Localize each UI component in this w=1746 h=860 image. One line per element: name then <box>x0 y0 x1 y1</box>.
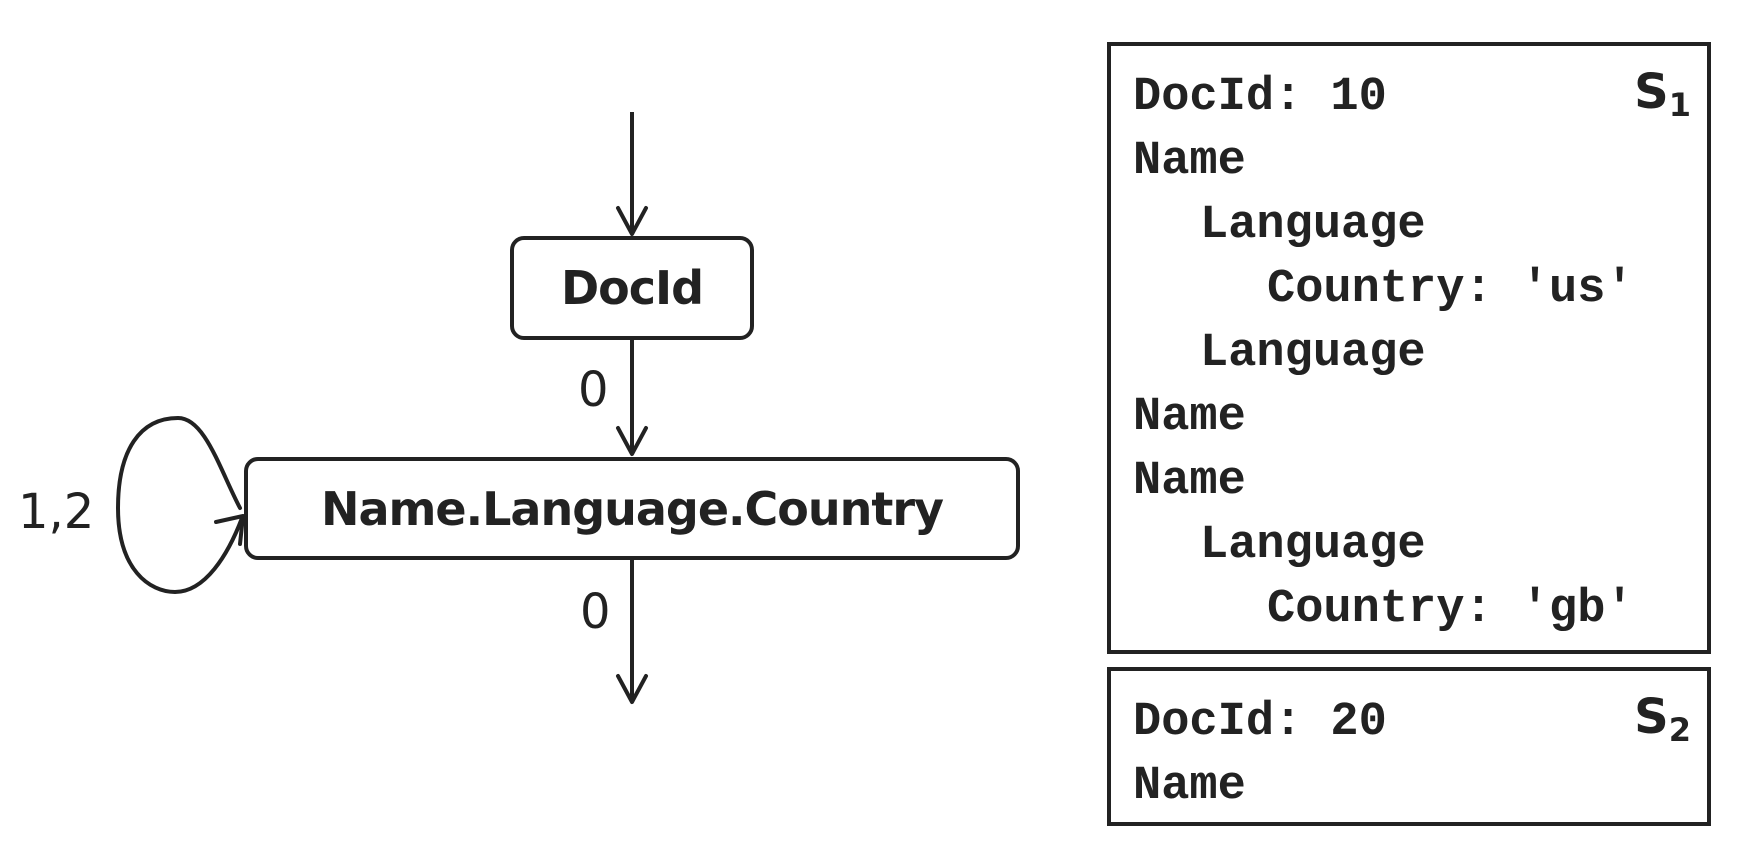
record-line: Language <box>1200 199 1426 252</box>
record-label-s2: S2 <box>1634 693 1691 746</box>
record-line: Language <box>1200 327 1426 380</box>
record-line: DocId: 20 <box>1133 696 1387 749</box>
edge-nlc-self-loop-arrowhead <box>214 514 245 546</box>
record-label-s1-letter: S <box>1634 64 1669 120</box>
record-label-s1-index: 1 <box>1668 86 1691 124</box>
record-line: Language <box>1200 519 1426 572</box>
entry-edge-arrowhead <box>616 206 648 236</box>
edge-label-docid-to-nlc: 0 <box>578 362 609 418</box>
edge-label-nlc-self-loop: 1,2 <box>18 484 95 540</box>
record-line: DocId: 10 <box>1133 71 1387 124</box>
record-line: Name <box>1133 391 1246 444</box>
node-docid-label: DocId <box>560 261 704 315</box>
record-line: Name <box>1133 135 1246 188</box>
node-name-language-country: Name.Language.Country <box>244 457 1020 560</box>
edge-nlc-out-arrowhead <box>616 674 648 704</box>
record-panel-s1: S1 DocId: 10 Name Language Country: 'us'… <box>1107 42 1711 654</box>
record-label-s2-index: 2 <box>1668 711 1691 749</box>
record-line: Name <box>1133 760 1246 813</box>
record-line: Country: 'us' <box>1267 263 1634 316</box>
node-docid: DocId <box>510 236 754 340</box>
record-line: Country: 'gb' <box>1267 583 1634 636</box>
edge-docid-to-nlc-arrowhead <box>616 426 648 456</box>
record-panel-s2: S2 DocId: 20 Name <box>1107 667 1711 826</box>
record-label-s1: S1 <box>1634 68 1691 121</box>
node-name-language-country-label: Name.Language.Country <box>320 481 944 536</box>
edge-nlc-self-loop <box>115 415 244 595</box>
edge-label-nlc-out: 0 <box>580 584 611 640</box>
record-line: Name <box>1133 455 1246 508</box>
record-label-s2-letter: S <box>1634 689 1669 745</box>
